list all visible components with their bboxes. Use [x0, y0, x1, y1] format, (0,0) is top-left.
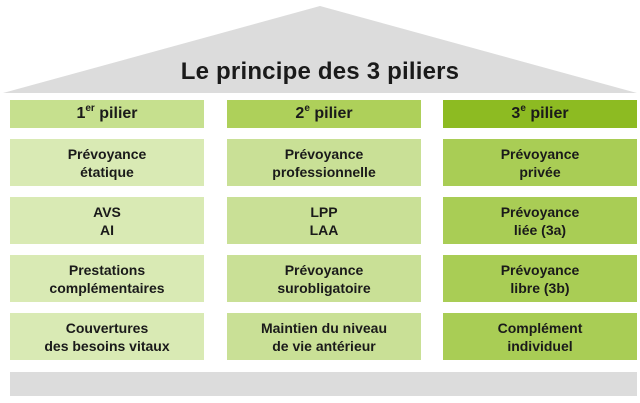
pillar-1-number: 1 [76, 105, 86, 122]
pillar-1-header: 1er pilier [10, 100, 204, 128]
foundation-base [10, 371, 637, 396]
roof [3, 6, 637, 93]
pillar-2-cell-1: Prévoyance professionnelle [227, 139, 421, 186]
pillar-2-word: pilier [314, 105, 353, 122]
diagram-title: Le principe des 3 piliers [180, 58, 460, 85]
pillar-3-cell-2: Prévoyance liée (3a) [443, 197, 637, 244]
pillar-3-number: 3 [511, 105, 521, 122]
pillar-3: 3e pilier Prévoyance privée Prévoyance l… [443, 100, 637, 371]
pillar-2: 2e pilier Prévoyance professionnelle LPP… [227, 100, 421, 371]
pillar-2-number: 2 [295, 105, 305, 122]
pillar-1-cell-1: Prévoyance étatique [10, 139, 204, 186]
pillar-1-suffix: er [85, 102, 95, 114]
pillar-3-suffix: e [520, 102, 526, 114]
pillar-2-header: 2e pilier [227, 100, 421, 128]
pillar-3-cell-4: Complément individuel [443, 313, 637, 360]
pillar-2-suffix: e [304, 102, 310, 114]
roof-shape [3, 6, 637, 93]
pillar-3-header: 3e pilier [443, 100, 637, 128]
pillar-3-word: pilier [530, 105, 569, 122]
pillar-3-cell-1: Prévoyance privée [443, 139, 637, 186]
pillar-1: 1er pilier Prévoyance étatique AVS AI Pr… [10, 100, 204, 371]
pillar-3-cell-3: Prévoyance libre (3b) [443, 255, 637, 302]
pillar-2-cell-2: LPP LAA [227, 197, 421, 244]
pillar-1-cell-2: AVS AI [10, 197, 204, 244]
pillar-2-cell-3: Prévoyance surobligatoire [227, 255, 421, 302]
pillar-2-cell-4: Maintien du niveau de vie antérieur [227, 313, 421, 360]
pillar-1-cell-3: Prestations complémentaires [10, 255, 204, 302]
pillar-1-word: pilier [99, 105, 138, 122]
pillar-1-cell-4: Couvertures des besoins vitaux [10, 313, 204, 360]
